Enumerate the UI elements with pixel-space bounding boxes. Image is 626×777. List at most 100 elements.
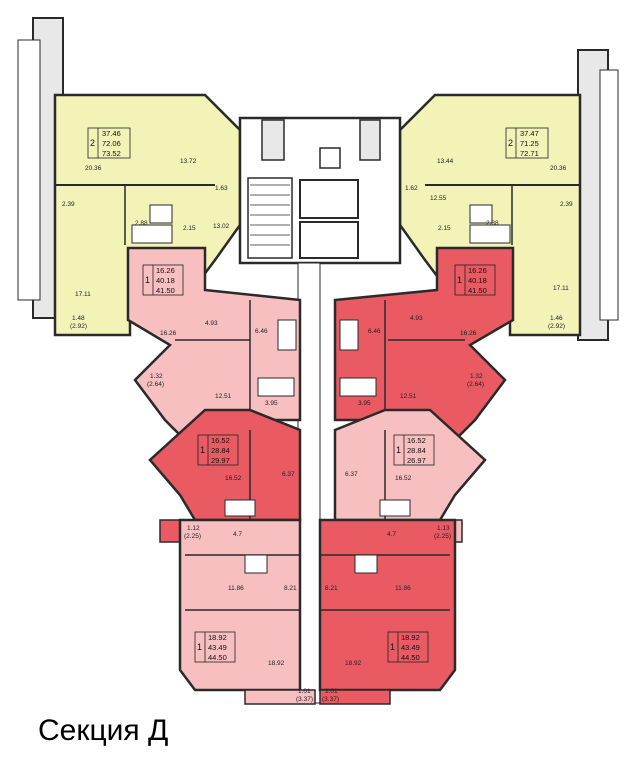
room-label: 2.15 (183, 225, 196, 232)
room-label: 1.01 (325, 688, 338, 695)
rooms-count: 1 (390, 642, 395, 652)
svg-text:16.26: 16.26 (156, 266, 175, 275)
svg-text:37.47: 37.47 (520, 129, 539, 138)
svg-text:29.97: 29.97 (211, 456, 230, 465)
svg-text:71.25: 71.25 (520, 139, 539, 148)
room-label: 2.15 (438, 225, 451, 232)
room-label: 13.02 (213, 223, 230, 230)
stair-core (238, 116, 402, 265)
svg-text:16.52: 16.52 (407, 436, 426, 445)
room-label: 1.63 (215, 185, 228, 192)
room-label: 17.11 (75, 291, 91, 298)
svg-text:40.18: 40.18 (156, 276, 175, 285)
rooms-count: 1 (457, 275, 462, 285)
apartment-left-lower (178, 518, 302, 692)
room-label: 6.46 (255, 328, 268, 335)
svg-text:72.71: 72.71 (520, 149, 539, 158)
rooms-count: 2 (90, 138, 95, 148)
room-label: 18.92 (268, 660, 285, 667)
room-label: 16.52 (225, 475, 242, 482)
room-label: 8.21 (325, 585, 338, 592)
room-label: 16.52 (395, 475, 412, 482)
room-label: 4.93 (410, 315, 423, 322)
svg-text:26.97: 26.97 (407, 456, 426, 465)
svg-text:72.06: 72.06 (102, 139, 121, 148)
info-box-left-upper: 1 16.26 40.18 41.50 (142, 264, 184, 296)
rooms-count: 1 (197, 642, 202, 652)
apartment-right-lower (318, 518, 457, 692)
building-walls (17, 17, 619, 341)
balcony-left-bottom (244, 689, 316, 705)
room-label: (2.25) (434, 533, 451, 540)
room-label: 6.37 (282, 471, 295, 478)
room-label: (2.92) (70, 323, 87, 330)
rooms-count: 1 (145, 275, 150, 285)
room-label: 1.62 (405, 185, 418, 192)
svg-text:43.49: 43.49 (401, 643, 420, 652)
info-box-left-lower: 1 18.92 43.49 44.50 (194, 631, 236, 663)
room-label: (2.92) (548, 323, 565, 330)
info-box-right-lower: 1 18.92 43.49 44.50 (387, 631, 429, 663)
svg-text:28.84: 28.84 (211, 446, 230, 455)
room-label: 20.36 (85, 165, 102, 172)
room-label: 1.01 (298, 688, 311, 695)
balcony-right-bottom (319, 689, 391, 705)
room-label: 1.32 (150, 373, 163, 380)
room-label: 17.11 (553, 285, 569, 292)
room-label: 13.44 (437, 158, 454, 165)
room-label: 2.39 (62, 201, 75, 208)
info-box-right-upper: 1 16.26 40.18 41.50 (454, 264, 496, 296)
rooms-count: 2 (508, 138, 513, 148)
room-labels: 20.36 13.72 1.63 2.39 2.88 2.15 13.02 17… (62, 158, 573, 703)
info-box-right-middle: 1 16.52 28.84 26.97 (393, 434, 435, 466)
svg-text:28.84: 28.84 (407, 446, 426, 455)
room-label: 11.86 (395, 585, 411, 592)
room-label: 1.32 (470, 373, 483, 380)
room-label: 12.55 (430, 195, 447, 202)
room-label: 1.46 (550, 315, 563, 322)
room-label: 2.88 (486, 220, 499, 227)
room-label: 4.93 (205, 320, 218, 327)
svg-text:44.50: 44.50 (401, 653, 420, 662)
room-label: 16.26 (460, 330, 477, 337)
room-label: 18.92 (345, 660, 362, 667)
room-label: 1.48 (72, 315, 85, 322)
room-label: 20.36 (550, 165, 567, 172)
info-box-left-middle: 1 16.52 28.84 29.97 (197, 434, 239, 466)
room-label: (3.37) (322, 696, 339, 703)
svg-text:41.50: 41.50 (156, 286, 175, 295)
room-label: 1.13 (437, 525, 450, 532)
svg-text:41.50: 41.50 (468, 286, 487, 295)
room-label: 4.7 (387, 531, 396, 538)
svg-text:37.46: 37.46 (102, 129, 121, 138)
svg-text:73.52: 73.52 (102, 149, 121, 158)
room-label: 6.46 (368, 328, 381, 335)
room-label: (2.64) (147, 381, 164, 388)
room-label: 13.72 (180, 158, 197, 165)
svg-text:43.49: 43.49 (208, 643, 227, 652)
info-box-top-right: 2 37.47 71.25 72.71 (505, 127, 549, 159)
room-label: 1.12 (187, 525, 200, 532)
room-label: 2.39 (560, 201, 573, 208)
room-label: (2.25) (184, 533, 201, 540)
room-label: 3.95 (265, 400, 278, 407)
room-label: 11.86 (228, 585, 244, 592)
svg-text:18.92: 18.92 (208, 633, 227, 642)
corridor (297, 262, 321, 704)
room-label: 16.26 (160, 330, 177, 337)
room-label: 8.21 (284, 585, 297, 592)
svg-text:18.92: 18.92 (401, 633, 420, 642)
room-label: 3.95 (358, 400, 371, 407)
room-label: 12.51 (215, 393, 232, 400)
room-label: 12.51 (400, 393, 417, 400)
svg-text:44.50: 44.50 (208, 653, 227, 662)
svg-text:16.52: 16.52 (211, 436, 230, 445)
room-label: (3.37) (296, 696, 313, 703)
svg-text:40.18: 40.18 (468, 276, 487, 285)
room-label: 6.37 (345, 471, 358, 478)
rooms-count: 1 (396, 445, 401, 455)
section-caption: Секция Д (38, 714, 169, 747)
room-label: (2.64) (467, 381, 484, 388)
svg-text:16.26: 16.26 (468, 266, 487, 275)
